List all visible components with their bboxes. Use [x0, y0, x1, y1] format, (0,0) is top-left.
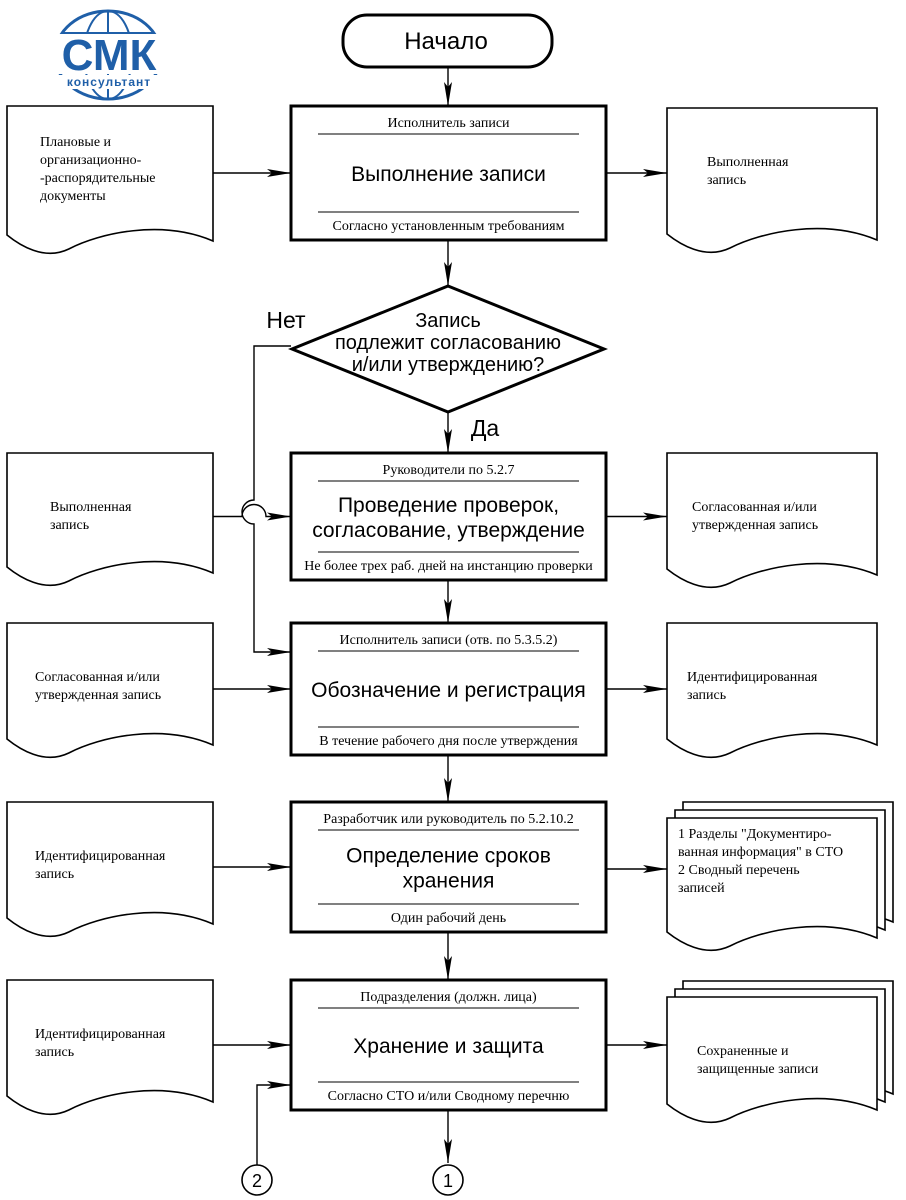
- arrow-connector-2-to-p5: [256, 1081, 291, 1165]
- process-3-performer: Исполнитель записи (отв. по 5.3.5.2): [340, 633, 558, 648]
- input-document-4: Идентифицированная запись: [6, 801, 291, 938]
- input-1-text-line-1: Плановые и: [40, 135, 112, 150]
- decision-line-3: и/или утверждению?: [352, 354, 545, 376]
- arrow-no-branch: [241, 345, 291, 656]
- decision-line-1: Запись: [415, 310, 481, 332]
- connector-label-2: 2: [252, 1171, 262, 1191]
- output-document-4: 1 Разделы "Документиро-ванная информация…: [606, 801, 894, 952]
- output-5-text-line-1: Сохраненные и: [697, 1044, 789, 1059]
- input-2-text-line-2: запись: [50, 518, 89, 533]
- decision-line-2: подлежит согласованию: [335, 332, 561, 354]
- start-label: Начало: [404, 28, 488, 55]
- input-document-1: Плановые и организационно- -распорядительн…: [6, 105, 291, 255]
- offpage-connector-1: 1: [432, 1164, 464, 1196]
- smk-logo: СМК консультант: [44, 9, 174, 101]
- process-2-title-line-1: Проведение проверок,: [338, 494, 559, 517]
- connector-label-1: 1: [443, 1171, 453, 1191]
- logo-main-text: СМК: [62, 31, 157, 80]
- main-flow-lines: [241, 67, 452, 1165]
- process-5-title-line-1: Хранение и защита: [353, 1035, 544, 1058]
- process-3-condition: В течение рабочего дня после утверждения: [319, 734, 578, 749]
- output-1-text-line-2: запись: [707, 173, 746, 188]
- process-2-performer: Руководители по 5.2.7: [383, 463, 515, 478]
- input-documents: Плановые и организационно- -распорядительн…: [6, 105, 291, 1116]
- input-5-text-line-2: запись: [35, 1045, 74, 1060]
- decision-yes-label: Да: [471, 415, 500, 441]
- output-5-text-line-2: защищенные записи: [697, 1062, 819, 1077]
- input-2-text-line-1: Выполненная: [50, 500, 132, 515]
- input-document-5: Идентифицированная запись: [6, 979, 291, 1116]
- process-box-2: Руководители по 5.2.7 Не более трех раб. …: [289, 451, 608, 582]
- start-terminator: Начало: [341, 13, 554, 69]
- offpage-connector-2: 2: [241, 1164, 273, 1196]
- output-4-text-line-2: ванная информация" в СТО: [678, 845, 843, 860]
- process-5-performer: Подразделения (должн. лица): [360, 990, 537, 1005]
- process-2-condition: Не более трех раб. дней на инстанцию про…: [304, 559, 593, 574]
- output-document-1: Выполненная запись: [606, 107, 878, 254]
- process-box-4: Разработчик или руководитель по 5.2.10.2…: [289, 800, 608, 934]
- process-1-performer: Исполнитель записи: [387, 116, 510, 131]
- input-4-text-line-2: запись: [35, 867, 74, 882]
- process-4-condition: Один рабочий день: [391, 911, 506, 926]
- input-3-text-line-1: Согласованная и/или: [35, 670, 160, 685]
- process-4-performer: Разработчик или руководитель по 5.2.10.2: [323, 812, 573, 827]
- arrow-input-2: [213, 503, 291, 521]
- output-4-text-line-1: 1 Разделы "Документиро-: [678, 827, 832, 842]
- process-4-title-line-2: хранения: [403, 870, 495, 893]
- process-4-title-line-1: Определение сроков: [346, 845, 551, 868]
- output-4-text-line-4: записей: [678, 881, 725, 896]
- process-2-title-line-2: согласование, утверждение: [312, 519, 585, 542]
- input-document-2: Выполненная запись: [6, 452, 291, 587]
- process-5-condition: Согласно СТО и/или Сводному перечню: [328, 1089, 570, 1104]
- decision-diamond: Запись подлежит согласованию и/или утвер…: [266, 284, 609, 441]
- output-2-text-line-1: Согласованная и/или: [692, 500, 817, 515]
- process-1-title-line-1: Выполнение записи: [351, 163, 546, 186]
- output-2-text-line-2: утвержденная запись: [692, 518, 818, 533]
- output-document-5: Сохраненные и защищенные записи: [606, 980, 894, 1124]
- output-document-3: Идентифицированная запись: [606, 622, 878, 759]
- output-3-text-line-2: запись: [687, 688, 726, 703]
- output-4-text-line-3: 2 Сводный перечень: [678, 863, 800, 878]
- input-5-text-line-1: Идентифицированная: [35, 1027, 166, 1042]
- process-box-3: Исполнитель записи (отв. по 5.3.5.2) В те…: [289, 621, 608, 757]
- input-1-text-line-2: организационно-: [40, 153, 142, 168]
- input-3-text-line-2: утвержденная запись: [35, 688, 161, 703]
- process-3-title-line-1: Обозначение и регистрация: [311, 679, 586, 702]
- input-document-3: Согласованная и/или утвержденная запись: [6, 622, 291, 759]
- output-1-text-line-1: Выполненная: [707, 155, 789, 170]
- input-4-text-line-1: Идентифицированная: [35, 849, 166, 864]
- decision-no-label: Нет: [266, 307, 306, 333]
- process-box-5: Подразделения (должн. лица) Согласно СТО …: [289, 978, 608, 1112]
- output-3-text-line-1: Идентифицированная: [687, 670, 818, 685]
- output-document-2: Согласованная и/или утвержденная запись: [606, 452, 878, 589]
- input-1-text-line-4: документы: [40, 189, 106, 204]
- process-1-condition: Согласно установленным требованиям: [333, 219, 565, 234]
- logo-sub-text: консультант: [67, 75, 151, 89]
- input-1-text-line-3: -распорядительные: [40, 171, 155, 186]
